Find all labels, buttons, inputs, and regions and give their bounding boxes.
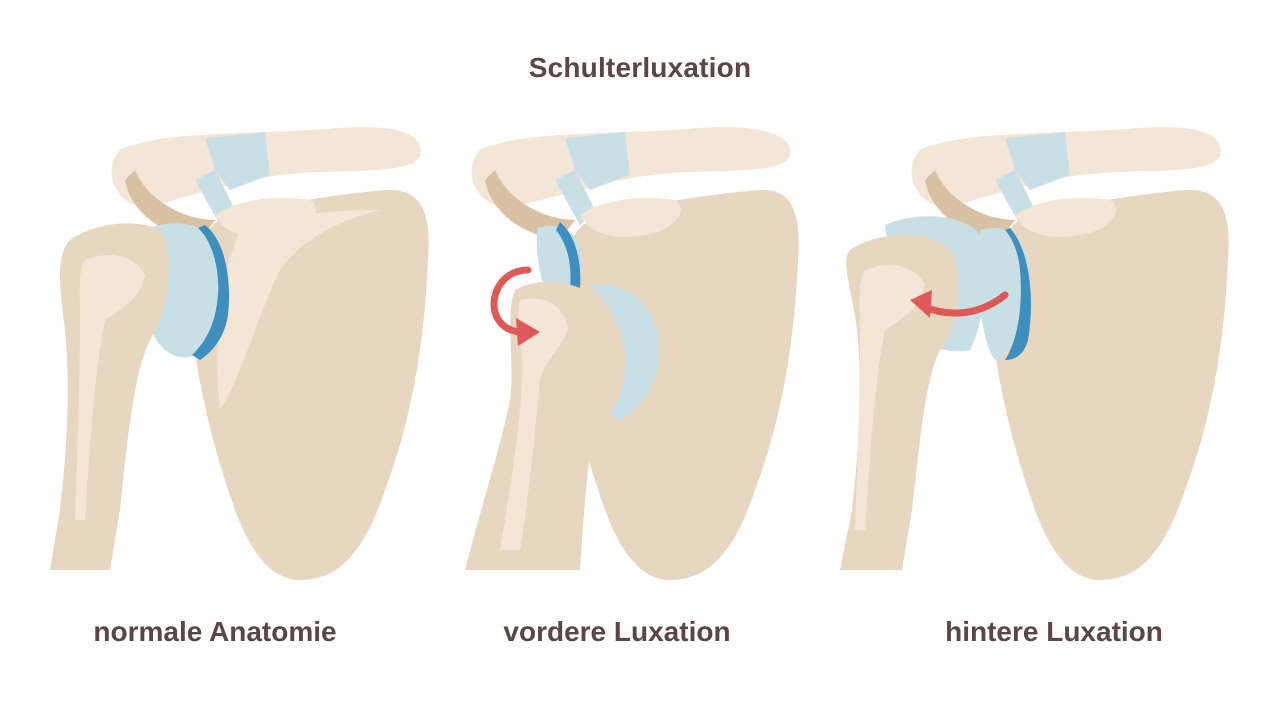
coracoid xyxy=(215,197,316,237)
ligament xyxy=(565,132,630,190)
coracoid xyxy=(580,197,681,237)
humerus xyxy=(465,281,614,570)
acromion-shadow xyxy=(925,170,1015,240)
acromion-shadow xyxy=(485,170,575,240)
caption-normal-anatomy: normale Anatomie xyxy=(93,616,337,647)
ligament xyxy=(1005,132,1070,190)
shoulder-normal-illustration xyxy=(50,127,429,580)
clavicle xyxy=(471,127,791,207)
arrow-head-icon xyxy=(516,318,540,346)
labrum xyxy=(192,225,230,360)
humerus-highlight xyxy=(500,298,568,550)
labrum xyxy=(556,222,581,288)
ligament xyxy=(205,132,270,190)
coracoid xyxy=(1015,197,1116,237)
arrow-head-icon xyxy=(910,290,932,318)
scapula-spine xyxy=(217,210,380,410)
shoulder-anterior-dislocation-illustration xyxy=(465,127,799,580)
humerus-highlight xyxy=(75,255,145,520)
shoulder-posterior-dislocation-illustration xyxy=(840,127,1229,580)
humerus-highlight xyxy=(855,265,925,530)
caption-posterior-dislocation: hintere Luxation xyxy=(945,616,1163,647)
acromion-shadow xyxy=(125,170,215,240)
page-title: Schulterluxation xyxy=(528,52,752,83)
labrum xyxy=(1005,228,1031,360)
scapula xyxy=(989,189,1229,580)
arrow-curve xyxy=(490,266,532,336)
scapula xyxy=(559,189,799,580)
coracoid-ligament xyxy=(555,170,595,225)
humeral-head-cartilage xyxy=(590,284,660,420)
caption-anterior-dislocation: vordere Luxation xyxy=(503,616,731,647)
